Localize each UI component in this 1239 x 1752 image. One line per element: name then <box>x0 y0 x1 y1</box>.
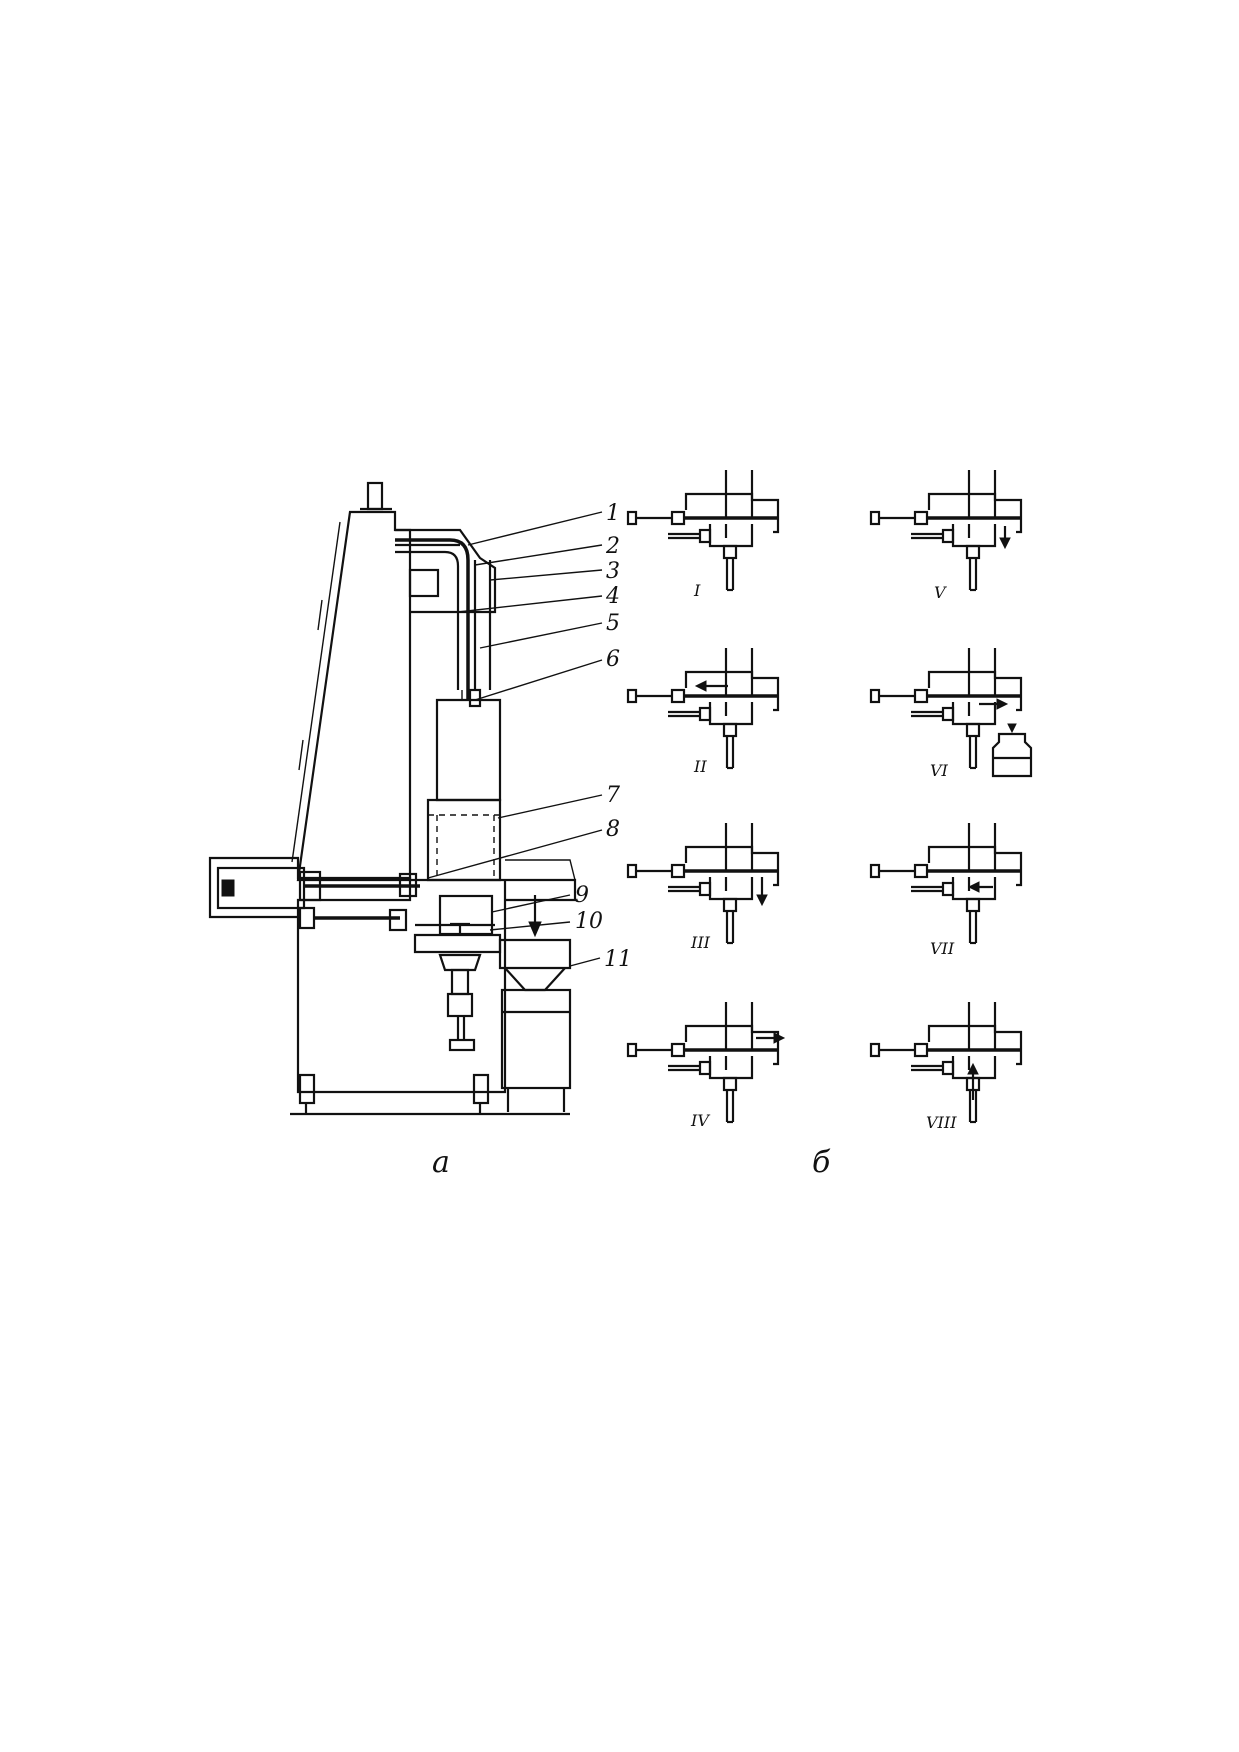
caption-right: б <box>812 1145 831 1180</box>
stage-label-1: I <box>693 581 701 600</box>
callout-labels: 1 2 3 4 5 6 7 8 9 10 11 <box>575 501 632 972</box>
caption-left: а <box>432 1145 450 1180</box>
stage-panel-1 <box>626 468 780 592</box>
machine-side-view <box>208 481 603 1116</box>
stage-label-5: V <box>934 583 947 602</box>
callout-4: 4 <box>605 584 620 609</box>
stage-panel-7 <box>869 821 1023 945</box>
stage-panel-5 <box>869 468 1023 592</box>
callout-11: 11 <box>604 947 632 972</box>
stage-label-4: IV <box>690 1111 710 1130</box>
stage-panel-3 <box>626 821 780 945</box>
callout-5: 5 <box>606 611 620 636</box>
stage-label-8: VIII <box>926 1113 957 1132</box>
callout-8: 8 <box>606 817 620 842</box>
callout-3: 3 <box>606 559 620 584</box>
stage-panel-4 <box>626 1000 786 1124</box>
callout-10: 10 <box>575 909 603 934</box>
callout-1: 1 <box>606 501 620 526</box>
stage-panel-8 <box>869 1000 1023 1124</box>
stage-label-6: VI <box>930 761 949 780</box>
callout-9: 9 <box>575 883 589 908</box>
stage-label-7: VII <box>930 939 955 958</box>
stage-panels: I II III IV V VI VII VIII <box>626 468 1033 1132</box>
stage-label-3: III <box>690 933 711 952</box>
callout-7: 7 <box>606 783 620 808</box>
stage-panel-6 <box>869 646 1033 778</box>
callout-2: 2 <box>605 534 620 559</box>
callout-6: 6 <box>606 647 620 672</box>
stage-label-2: II <box>693 757 707 776</box>
stage-panel-2 <box>626 646 780 770</box>
